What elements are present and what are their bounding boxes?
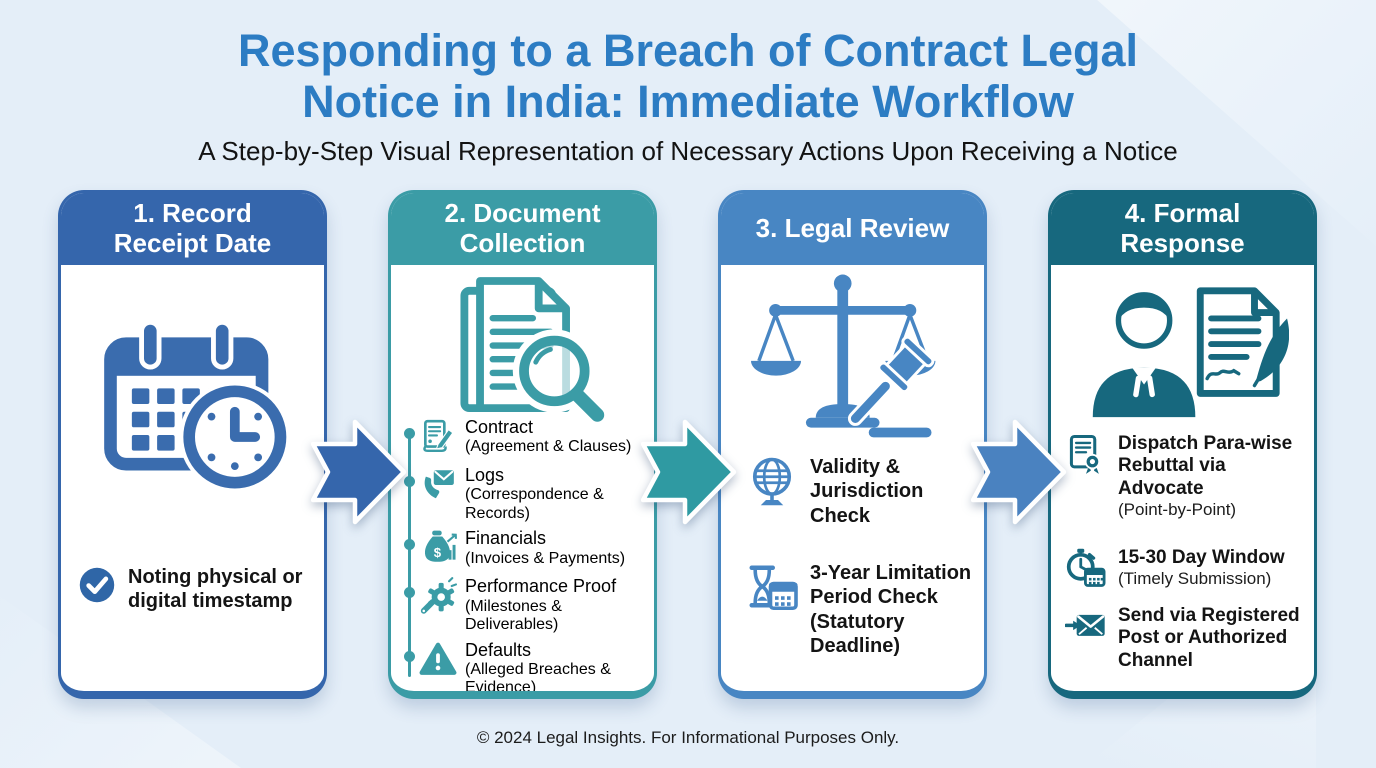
footer-copyright: © 2024 Legal Insights. For Informational…	[476, 728, 900, 747]
step2-header: 2. Document Collection	[391, 193, 654, 265]
page-title: Responding to a Breach of Contract Legal…	[0, 25, 1376, 128]
item-title: Defaults	[465, 639, 532, 660]
step4-item-registered-post: Send via Registered Post or Authorized C…	[1064, 605, 1314, 672]
item-subtitle: (Correspondence & Records)	[465, 486, 604, 522]
item-title: Validity & Jurisdiction Check	[810, 456, 924, 527]
step-card-record-receipt-date: 1. Record Receipt Date	[58, 190, 327, 699]
step2-item-list: Contract (Agreement & Clauses)	[401, 417, 651, 697]
item-title: Send via Registered Post or Authorized C…	[1118, 605, 1300, 671]
gear-wrench-icon	[419, 576, 465, 619]
timeline-dot	[404, 428, 415, 439]
item-subtitle: (Invoices & Payments)	[465, 549, 626, 567]
timeline-dot	[404, 650, 415, 662]
page-title-line2: Notice in India: Immediate Workflow	[302, 75, 1074, 127]
item-title: Contract	[465, 417, 534, 437]
step4-item-rebuttal: Dispatch Para-wise Rebuttal via Advocate…	[1065, 433, 1314, 520]
hourglass-calendar-icon	[745, 561, 799, 620]
step1-header: 1. Record Receipt Date	[61, 193, 324, 265]
step4-header: 4. Formal Response	[1051, 193, 1314, 265]
step2-item-performance-proof: Performance Proof (Milestones & Delivera…	[401, 576, 651, 634]
step3-header: 3. Legal Review	[721, 193, 984, 265]
item-title: Financials	[465, 528, 547, 549]
step1-body: Noting physical or digital timestamp	[61, 265, 324, 691]
calendar-clock-icon	[93, 307, 297, 504]
flow-arrow-step1-to-step2	[310, 416, 408, 528]
item-title: Performance Proof	[465, 576, 617, 597]
step-card-legal-review: 3. Legal Review	[718, 190, 987, 699]
step-card-formal-response: 4. Formal Response	[1048, 190, 1317, 699]
item-subtitle: (Alleged Breaches & Evidence)	[465, 660, 611, 697]
step3-item-validity-jurisdiction: Validity & Jurisdiction Check	[745, 455, 948, 528]
item-title: 15-30 Day Window	[1118, 547, 1285, 568]
step1-item-text: Noting physical or digital timestamp	[128, 566, 303, 612]
step1-item-timestamp: Noting physical or digital timestamp	[77, 565, 312, 613]
item-title: Logs	[465, 465, 505, 485]
item-title: 3-Year Limitation Period Check (Statutor…	[810, 562, 972, 658]
flow-arrow-step2-to-step3	[640, 416, 738, 528]
timeline-line	[408, 433, 411, 677]
item-subtitle: (Milestones & Deliverables)	[465, 597, 562, 634]
step4-title: 4. Formal Response	[1120, 198, 1245, 258]
step4-item-day-window: 15-30 Day Window (Timely Submission)	[1065, 547, 1314, 594]
check-circle-icon	[77, 565, 117, 610]
document-magnifier-icon	[437, 271, 613, 428]
contract-pen-icon	[419, 417, 465, 460]
item-title: Dispatch Para-wise Rebuttal via Advocate	[1118, 433, 1293, 499]
page-title-line1: Responding to a Breach of Contract Legal	[237, 25, 1139, 76]
advocate-document-icon	[1077, 277, 1290, 430]
step-card-document-collection: 2. Document Collection	[388, 190, 657, 699]
scales-gavel-icon	[751, 269, 957, 446]
page-subtitle: A Step-by-Step Visual Representation of …	[198, 136, 1178, 166]
money-bag-icon: $	[419, 528, 465, 571]
certificate-icon	[1065, 433, 1107, 480]
item-subtitle: (Timely Submission)	[1118, 569, 1272, 589]
flow-arrow-step3-to-step4	[970, 416, 1068, 528]
globe-icon	[745, 455, 799, 514]
step3-body: Validity & Jurisdiction Check	[721, 265, 984, 691]
timeline-dot	[404, 476, 415, 487]
step2-item-financials: $ Financials (Invoices & Payments)	[401, 528, 651, 571]
step2-item-logs: Logs (Correspondence & Records)	[401, 465, 651, 523]
phone-mail-icon	[419, 465, 465, 508]
step2-title: 2. Document Collection	[444, 198, 601, 258]
step2-item-contract: Contract (Agreement & Clauses)	[401, 417, 651, 460]
warning-triangle-icon	[419, 640, 465, 683]
step1-title: 1. Record Receipt Date	[113, 198, 272, 258]
step2-body: Contract (Agreement & Clauses)	[391, 265, 654, 691]
timeline-dot	[404, 587, 415, 599]
step3-item-limitation-period: 3-Year Limitation Period Check (Statutor…	[745, 561, 984, 659]
timeline-dot	[404, 539, 415, 551]
step2-item-defaults: Defaults (Alleged Breaches & Evidence)	[401, 639, 651, 697]
step4-body: Dispatch Para-wise Rebuttal via Advocate…	[1051, 265, 1314, 691]
item-subtitle: (Point-by-Point)	[1118, 500, 1237, 520]
item-subtitle: (Agreement & Clauses)	[465, 438, 632, 456]
registered-post-icon	[1064, 605, 1107, 652]
stopwatch-calendar-icon	[1065, 547, 1107, 594]
step3-title: 3. Legal Review	[755, 213, 950, 244]
svg-text:$: $	[434, 545, 442, 560]
